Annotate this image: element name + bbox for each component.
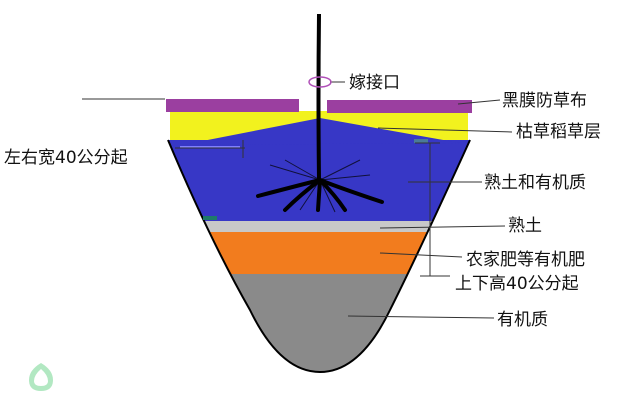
- pit-outline: [167, 139, 471, 374]
- soil-mound: [182, 118, 460, 145]
- manure-layer: [168, 231, 470, 274]
- leader-topsoil: [379, 225, 506, 229]
- leader-organic: [347, 315, 495, 319]
- label-soil-organic: 熟土和有机质: [484, 173, 586, 193]
- label-topsoil: 熟土: [508, 216, 542, 236]
- mulch-film-left: [166, 99, 299, 112]
- leader-manure: [379, 252, 463, 258]
- speck: [414, 139, 428, 143]
- stem: [316, 13, 321, 181]
- label-organic: 有机质: [497, 310, 548, 330]
- label-manure: 农家肥等有机肥: [466, 250, 585, 270]
- root-system: [256, 178, 384, 212]
- watermark-shape: [29, 363, 53, 391]
- organic-layer: [168, 272, 470, 372]
- graft-marker: [308, 76, 332, 88]
- leader-mulch-r: [457, 99, 501, 105]
- label-width: 左右宽40公分起: [4, 148, 128, 168]
- leaf-logo-icon: [29, 363, 53, 391]
- speck: [180, 146, 240, 148]
- mulch-film-right: [327, 100, 472, 113]
- topsoil-layer: [168, 220, 470, 232]
- speck: [203, 216, 217, 220]
- label-mulch-film: 黑膜防草布: [502, 91, 587, 111]
- label-depth: 上下高40公分起: [455, 274, 579, 294]
- label-straw: 枯草稻草层: [516, 122, 601, 142]
- label-graft: 嫁接口: [349, 73, 400, 93]
- leader-straw: [377, 127, 513, 133]
